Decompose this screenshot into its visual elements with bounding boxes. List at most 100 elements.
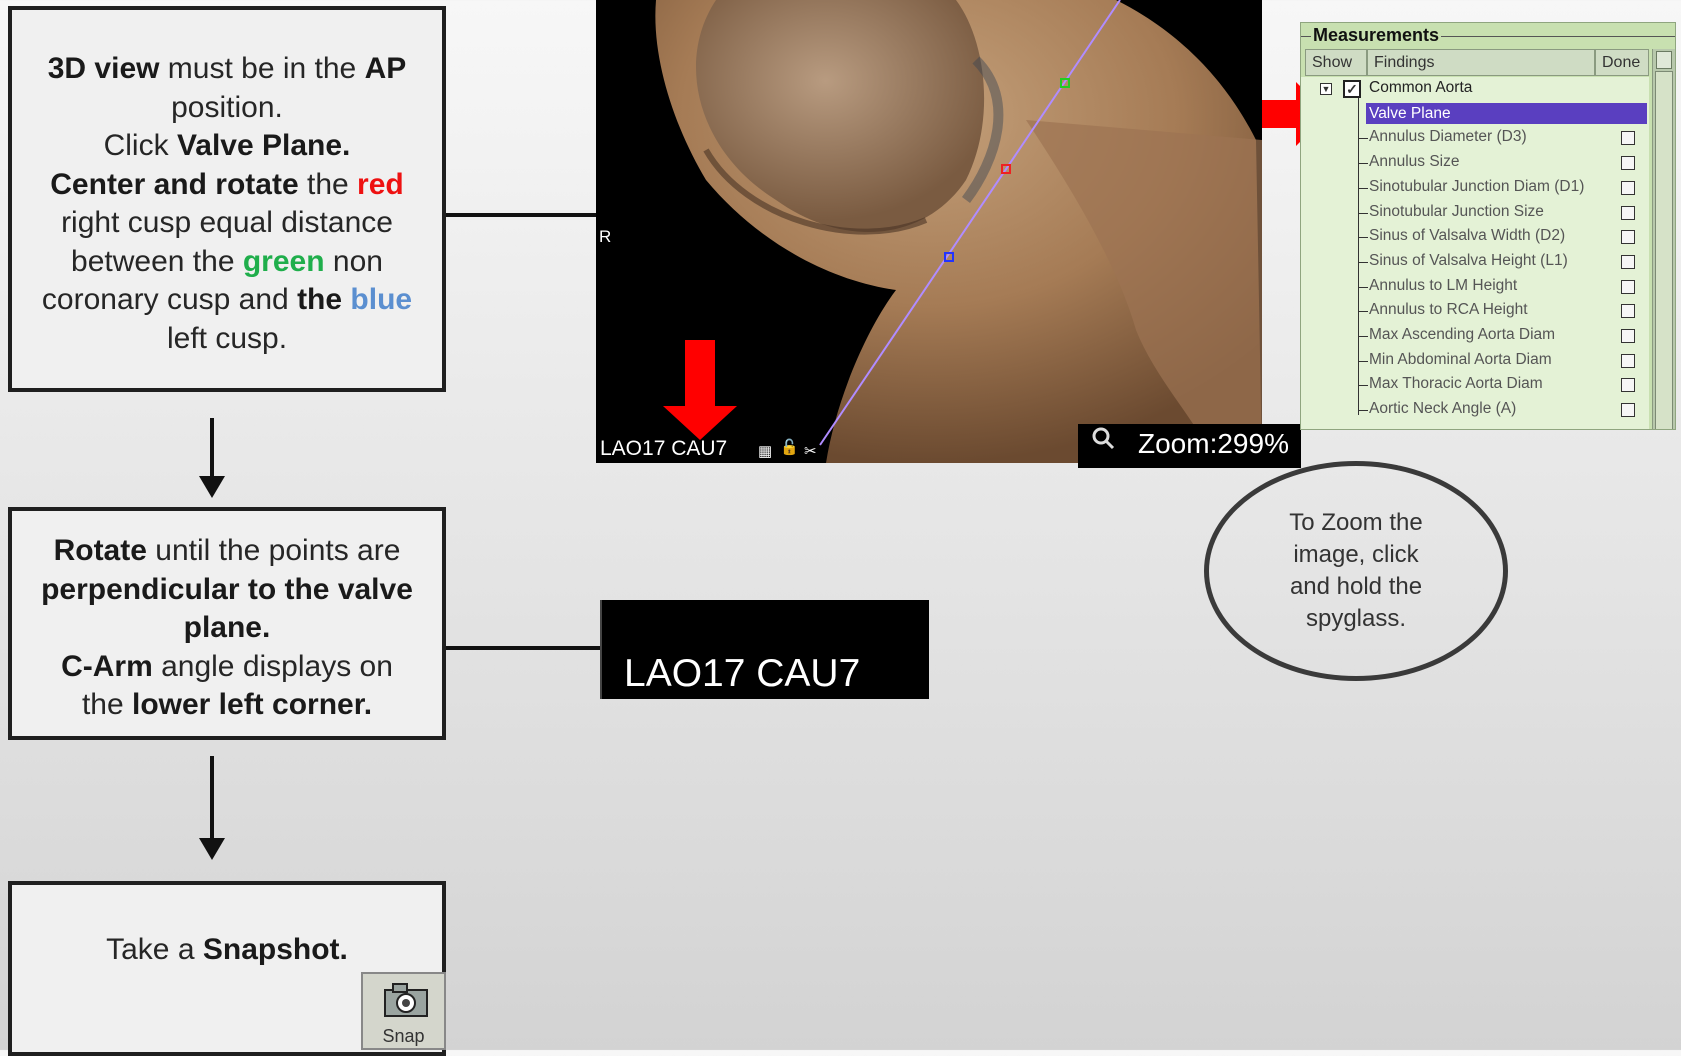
- tree-row[interactable]: Max Thoracic Aorta Diam: [1301, 373, 1649, 398]
- tree-tick: [1359, 213, 1368, 214]
- step-1-box: 3D view must be in the AP position. Clic…: [8, 6, 446, 392]
- done-checkbox[interactable]: [1621, 181, 1635, 195]
- done-checkbox[interactable]: [1621, 304, 1635, 318]
- step1-the: the: [297, 283, 342, 316]
- scroll-up-icon[interactable]: [1656, 51, 1672, 69]
- monitor-icon[interactable]: ▦: [758, 442, 772, 460]
- step2-lower-left: lower left corner.: [132, 688, 372, 721]
- step1-red: red: [357, 168, 404, 201]
- tree-row[interactable]: Annulus to RCA Height: [1301, 299, 1649, 324]
- done-checkbox[interactable]: [1621, 329, 1635, 343]
- tree-item-label: Sinotubular Junction Diam (D1): [1369, 178, 1584, 196]
- tree-item-label: Sinus of Valsalva Height (L1): [1369, 252, 1568, 270]
- flow-arrow-1: [210, 418, 214, 478]
- tree-tick: [1359, 262, 1368, 263]
- done-checkbox[interactable]: [1621, 280, 1635, 294]
- done-checkbox[interactable]: [1621, 131, 1635, 145]
- tree-tick: [1359, 311, 1368, 312]
- tree-item-label: Min Abdominal Aorta Diam: [1369, 351, 1552, 369]
- tree-parent-label: Common Aorta: [1369, 79, 1472, 97]
- flow-arrow-1-head: [199, 476, 225, 498]
- tree-tick: [1359, 237, 1368, 238]
- step1-ap: AP: [365, 52, 407, 85]
- aortic-root-render: [596, 0, 1262, 463]
- tree-row[interactable]: Annulus Size: [1301, 151, 1649, 176]
- tree-tick: [1359, 385, 1368, 386]
- done-checkbox[interactable]: [1621, 206, 1635, 220]
- orientation-label: R: [599, 227, 611, 247]
- step1-text: the: [299, 168, 357, 201]
- step2-text: the: [82, 688, 132, 721]
- tree-row-valve-plane[interactable]: Valve Plane: [1301, 102, 1649, 127]
- tree-item-label: Max Thoracic Aorta Diam: [1369, 375, 1543, 393]
- snap-button[interactable]: Snap: [361, 972, 446, 1050]
- step-2-box: Rotate until the points are perpendicula…: [8, 507, 446, 740]
- step2-perpendicular: perpendicular to the valve plane.: [41, 573, 413, 645]
- angle-zoom-label: LAO17 CAU7: [624, 652, 860, 696]
- tree-tick: [1359, 287, 1368, 288]
- measurements-panel: Measurements Show Findings Done ▼ ✓ Comm…: [1300, 22, 1676, 430]
- panel-scrollbar[interactable]: [1652, 49, 1675, 429]
- step1-center-rotate: Center and rotate: [50, 168, 298, 201]
- done-checkbox[interactable]: [1621, 378, 1635, 392]
- magnifier-icon[interactable]: [1090, 426, 1116, 452]
- done-checkbox[interactable]: [1621, 403, 1635, 417]
- zoom-readout: Zoom:299%: [1078, 424, 1301, 468]
- column-done[interactable]: Done: [1595, 49, 1649, 76]
- scroll-thumb[interactable]: [1655, 71, 1673, 430]
- step3-text: Take a: [106, 933, 203, 966]
- tree-row[interactable]: Sinotubular Junction Diam (D1): [1301, 176, 1649, 201]
- tree-row[interactable]: Sinus of Valsalva Width (D2): [1301, 225, 1649, 250]
- tree-tick: [1359, 361, 1368, 362]
- tree-row[interactable]: Min Abdominal Aorta Diam: [1301, 349, 1649, 374]
- step1-blue: blue: [350, 283, 412, 316]
- collapse-icon[interactable]: ▼: [1320, 83, 1332, 95]
- zoom-label: Zoom:299%: [1138, 428, 1289, 460]
- zoom-tip-text: To Zoom the image, click and hold the sp…: [1276, 507, 1436, 635]
- tree-item-label: Annulus to LM Height: [1369, 277, 1517, 295]
- step1-text: position.: [12, 89, 442, 128]
- tree-row-common-aorta[interactable]: ▼ ✓ Common Aorta: [1301, 77, 1649, 102]
- flow-arrow-2: [210, 756, 214, 840]
- step3-snapshot: Snapshot.: [203, 933, 348, 966]
- tree-row[interactable]: Sinus of Valsalva Height (L1): [1301, 250, 1649, 275]
- show-checkbox[interactable]: ✓: [1343, 80, 1361, 98]
- step1-text: left cusp.: [12, 320, 442, 359]
- column-show[interactable]: Show: [1305, 49, 1367, 76]
- tree-row[interactable]: Sinotubular Junction Size: [1301, 201, 1649, 226]
- tree-row[interactable]: Annulus to LM Height: [1301, 275, 1649, 300]
- step1-valve-plane: Valve Plane.: [177, 129, 350, 162]
- tree-tick: [1359, 188, 1368, 189]
- tree-tick: [1359, 138, 1368, 139]
- done-checkbox[interactable]: [1621, 230, 1635, 244]
- step2-text: angle displays on: [153, 650, 393, 683]
- flow-arrow-2-head: [199, 838, 225, 860]
- column-findings[interactable]: Findings: [1367, 49, 1595, 76]
- tree-row[interactable]: Aortic Neck Angle (A): [1301, 398, 1649, 423]
- tree-item-label: Aortic Neck Angle (A): [1369, 400, 1516, 418]
- done-checkbox[interactable]: [1621, 354, 1635, 368]
- snap-label: Snap: [363, 1026, 444, 1047]
- zoom-tip-callout: To Zoom the image, click and hold the sp…: [1204, 461, 1508, 681]
- lock-icon[interactable]: 🔓: [780, 438, 799, 456]
- step2-rotate: Rotate: [54, 534, 147, 567]
- step2-text: until the points are: [147, 534, 401, 567]
- 3d-viewer[interactable]: R LAO17 CAU7 ▦ 🔓 ✂: [596, 0, 1262, 463]
- step1-text: must be in the: [159, 52, 364, 85]
- angle-zoom-callout: LAO17 CAU7: [600, 600, 929, 699]
- tree-item-label: Annulus Size: [1369, 153, 1459, 171]
- scissors-icon[interactable]: ✂: [804, 442, 817, 460]
- tree-item-label: Sinotubular Junction Size: [1369, 203, 1544, 221]
- step2-c-arm: C-Arm: [61, 650, 153, 683]
- done-checkbox[interactable]: [1621, 255, 1635, 269]
- tree-tick: [1359, 336, 1368, 337]
- tree-row[interactable]: Annulus Diameter (D3): [1301, 126, 1649, 151]
- step1-3d-view: 3D view: [48, 52, 160, 85]
- done-checkbox[interactable]: [1621, 156, 1635, 170]
- tree-item-label: Max Ascending Aorta Diam: [1369, 326, 1555, 344]
- c-arm-angle-label: LAO17 CAU7: [600, 437, 727, 461]
- step1-green: green: [243, 245, 325, 278]
- step1-text: coronary cusp and: [42, 283, 297, 316]
- tree-row[interactable]: Max Ascending Aorta Diam: [1301, 324, 1649, 349]
- findings-tree: ▼ ✓ Common Aorta Valve Plane Annulus Dia…: [1301, 77, 1649, 429]
